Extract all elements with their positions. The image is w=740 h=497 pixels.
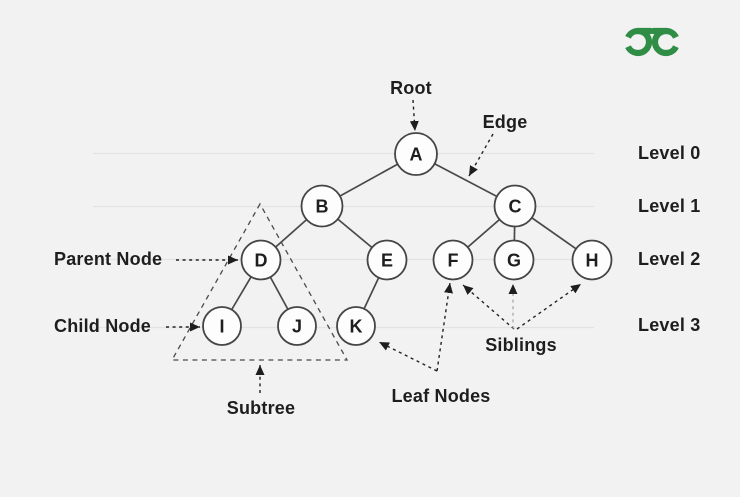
tree-node-e: E [366, 239, 408, 281]
node-label-j: J [292, 317, 302, 337]
tree-node-g: G [493, 239, 535, 281]
tree-node-b: B [300, 184, 344, 228]
callout-arrows [166, 99, 582, 393]
leaf-nodes-label: Leaf Nodes [391, 386, 490, 406]
subtree-label: Subtree [227, 398, 295, 418]
node-circle-b [300, 184, 344, 228]
root-label: Root [390, 78, 432, 98]
tree-node-k: K [336, 306, 376, 346]
level-2-label: Level 2 [638, 249, 700, 269]
level-3-label: Level 3 [638, 315, 700, 335]
node-circle-e [366, 239, 408, 281]
parent-node-label: Parent Node [54, 249, 162, 269]
siblings-arrow-to-h [516, 283, 582, 330]
tree-node-a: A [394, 132, 438, 176]
node-label-f: F [448, 251, 459, 271]
node-label-e: E [381, 251, 393, 271]
annotation-labels: Root Edge Parent Node Child Node Subtree… [54, 78, 557, 418]
node-circle-h [571, 239, 613, 281]
tree-node-c: C [493, 184, 537, 228]
node-label-c: C [509, 197, 522, 217]
node-label-i: I [219, 317, 224, 337]
node-circle-g [493, 239, 535, 281]
level-0-label: Level 0 [638, 143, 700, 163]
subtree-triangle-outline [170, 202, 349, 361]
node-circle-f [432, 239, 474, 281]
siblings-label: Siblings [485, 335, 557, 355]
node-label-a: A [410, 145, 423, 165]
root-arrow [409, 99, 419, 132]
node-circle-i [202, 306, 242, 346]
edge-label: Edge [483, 112, 528, 132]
node-label-h: H [586, 251, 599, 271]
leaf-nodes-arrow-to-k [378, 341, 438, 372]
logo-left-ring [623, 27, 653, 57]
tree-nodes: A B C D E F G H [202, 132, 613, 346]
node-label-d: D [255, 251, 268, 271]
leaf-nodes-arrow-to-f [436, 282, 453, 372]
node-label-b: B [316, 197, 329, 217]
tree-node-j: J [277, 306, 317, 346]
child-node-label: Child Node [54, 316, 151, 336]
geeksforgeeks-logo-icon [623, 27, 681, 57]
tree-edges [221, 153, 593, 327]
node-label-g: G [507, 251, 521, 271]
tree-node-f: F [432, 239, 474, 281]
edge-arrow [468, 133, 494, 177]
level-1-label: Level 1 [638, 196, 700, 216]
node-circle-j [277, 306, 317, 346]
logo-right-ring [651, 27, 681, 57]
node-label-k: K [350, 317, 363, 337]
siblings-arrow-to-f [462, 284, 515, 330]
level-labels: Level 0 Level 1 Level 2 Level 3 [638, 143, 700, 335]
node-circle-k [336, 306, 376, 346]
tree-node-d: D [240, 239, 282, 281]
tree-node-i: I [202, 306, 242, 346]
tree-node-h: H [571, 239, 613, 281]
node-circle-d [240, 239, 282, 281]
node-circle-c [493, 184, 537, 228]
node-circle-a [394, 132, 438, 176]
